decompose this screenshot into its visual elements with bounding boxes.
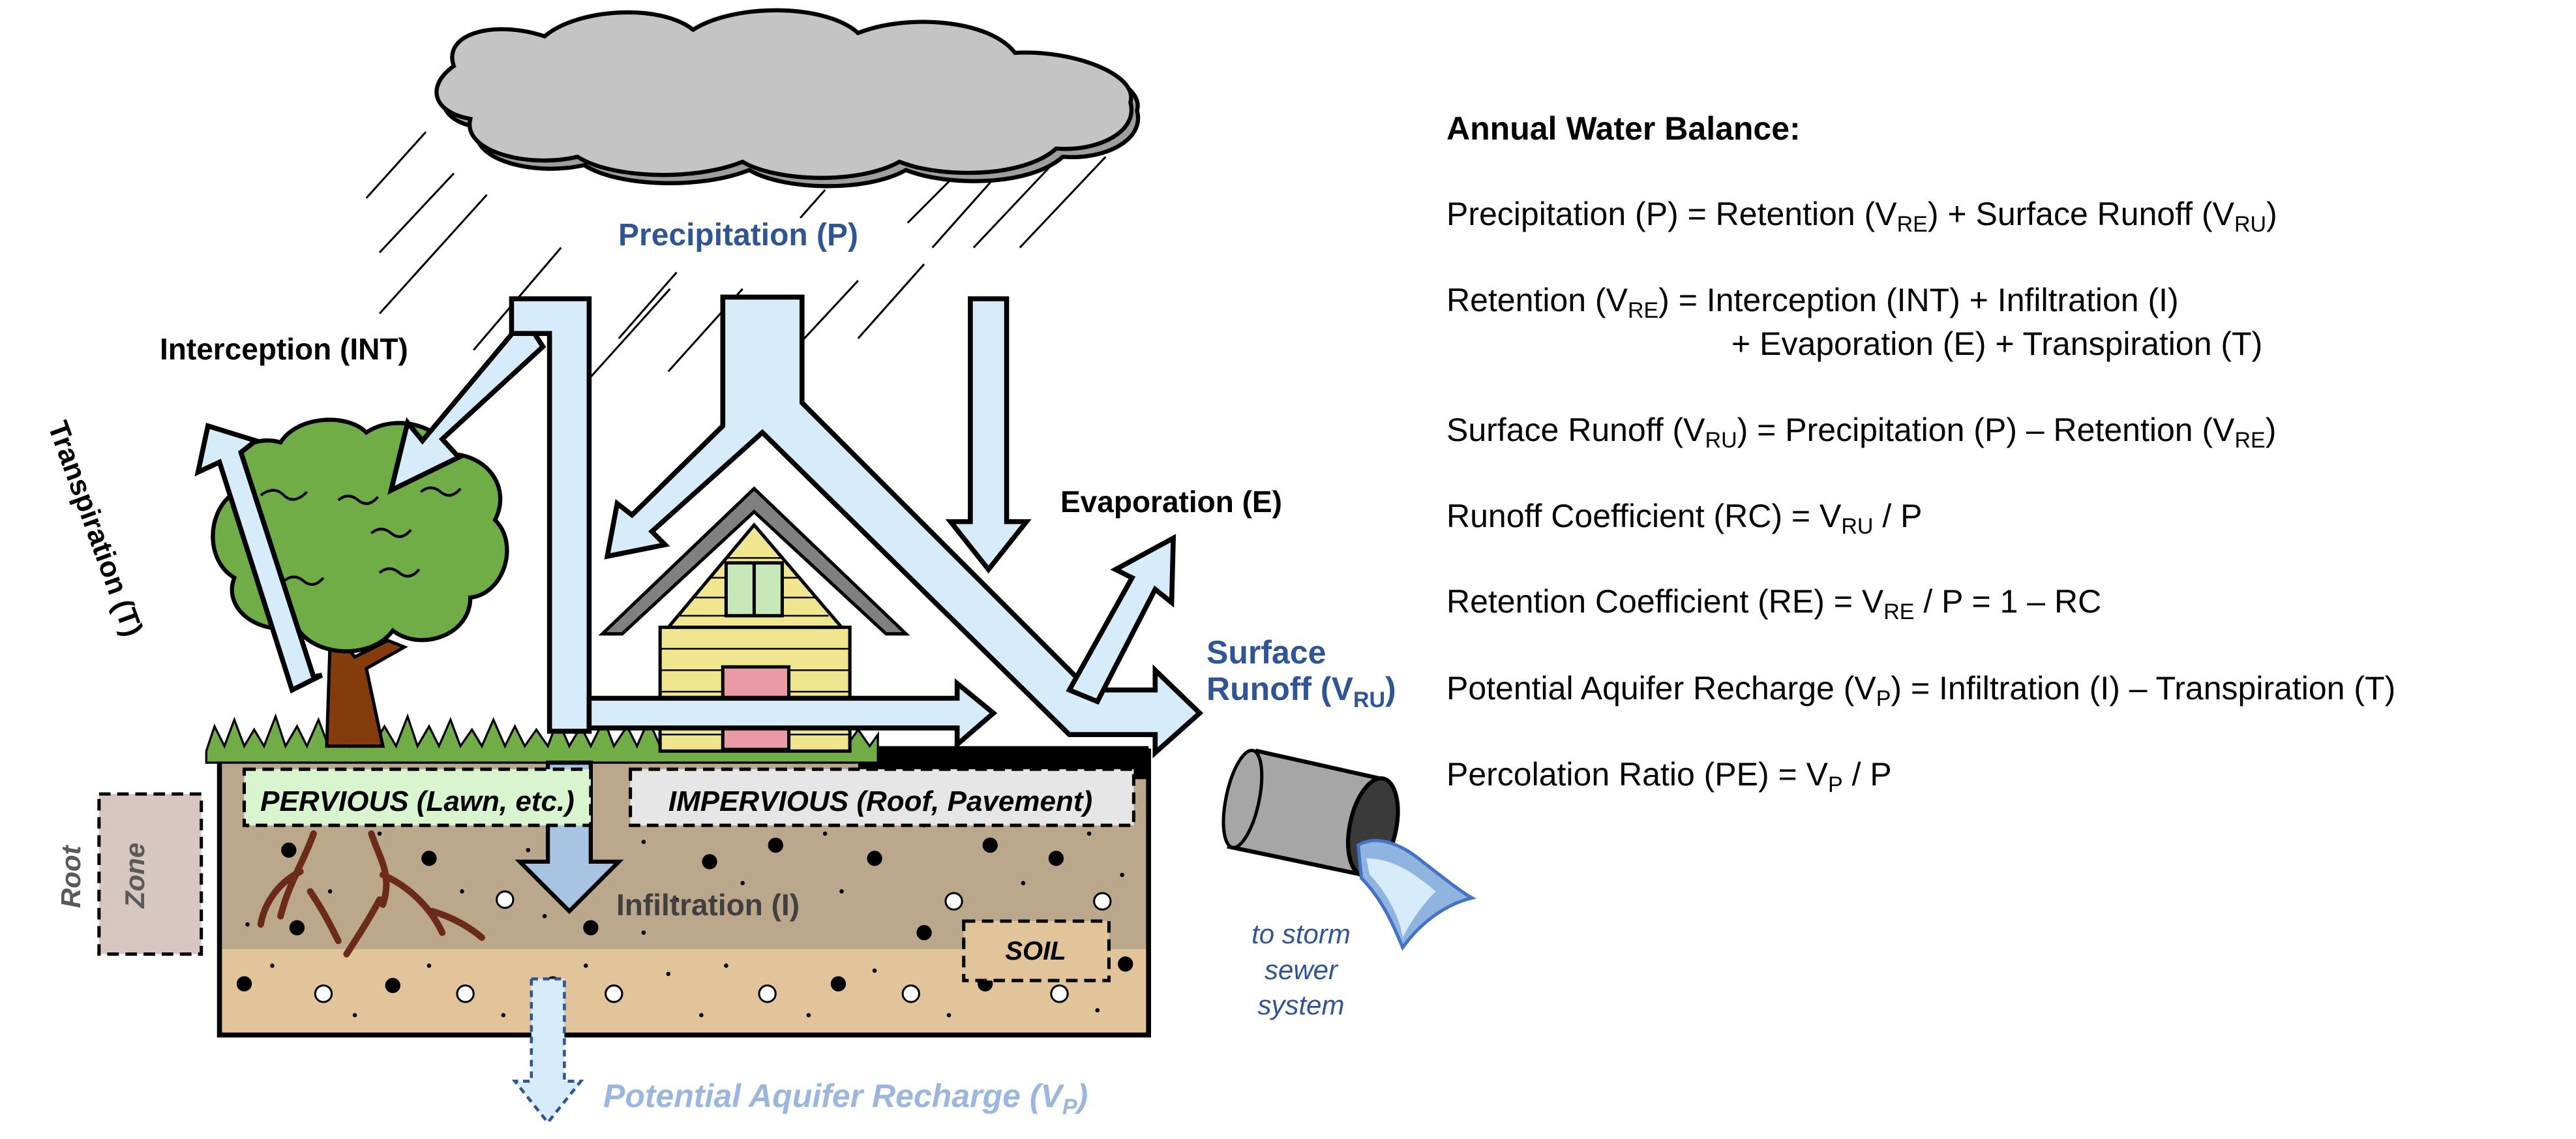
rain-streaks [365, 131, 1107, 389]
surface-runoff-line1: Surface [1206, 634, 1326, 671]
precip-down-arrow [945, 296, 1032, 574]
eq3-sub-2: RE [2234, 428, 2266, 453]
storm-line1: to storm [1251, 919, 1351, 949]
eq2-part-b: ) = Interception (INT) + Infiltration (I… [1658, 282, 2179, 318]
eq1-sub-1: RE [1896, 212, 1928, 237]
impervious-box [629, 767, 1135, 827]
surface-runoff-label: Surface Runoff (VRU) [1206, 634, 1396, 712]
equation-aquifer-recharge: Potential Aquifer Recharge (VP) = Infilt… [1446, 670, 2396, 710]
eq6-part-a: Potential Aquifer Recharge (V [1446, 670, 1876, 706]
eq5-part-b: / P = 1 – RC [1914, 583, 2102, 620]
surface-runoff-line2: Runoff (V [1206, 671, 1353, 707]
eq3-sub-1: RU [1705, 428, 1737, 453]
aquifer-subscript: P [1062, 1095, 1077, 1119]
eq3-part-c: ) [2265, 412, 2277, 448]
eq1-part-c: ) [2266, 196, 2277, 232]
storm-line3: system [1257, 990, 1345, 1021]
eq5-sub-1: RE [1883, 600, 1915, 624]
root-zone-label-2: Zone [119, 744, 220, 908]
cloud [434, 8, 1141, 189]
equation-precipitation: Precipitation (P) = Retention (VRE) + Su… [1446, 196, 2277, 235]
eq6-part-b: ) = Infiltration (I) – Transpiration (T) [1891, 670, 2396, 706]
storm-line2: sewer [1264, 954, 1338, 985]
aquifer-close: ) [1077, 1078, 1088, 1114]
equation-runoff-coefficient: Runoff Coefficient (RC) = VRU / P [1446, 498, 1923, 538]
eq2-sub-1: RE [1627, 298, 1659, 323]
evaporation-label: Evaporation (E) [1060, 485, 1282, 519]
soil-label: SOIL [1005, 937, 1066, 965]
pervious-box [242, 767, 593, 827]
balance-title: Annual Water Balance: [1446, 110, 1801, 147]
soil-particles [236, 837, 1133, 1003]
eq3-part-a: Surface Runoff (V [1446, 412, 1705, 448]
eq7-sub-1: P [1828, 772, 1843, 797]
root-zone-line1: Root [55, 845, 86, 908]
eq3-part-b: ) = Precipitation (P) – Retention (V [1737, 412, 2235, 448]
eq4-sub-1: RU [1841, 514, 1874, 539]
impervious-label: IMPERVIOUS (Roof, Pavement) [668, 785, 1093, 817]
eq4-part-b: / P [1873, 498, 1923, 534]
eq6-sub-1: P [1876, 686, 1891, 711]
eq5-part-a: Retention Coefficient (RE) = V [1446, 583, 1884, 620]
equation-percolation-ratio: Percolation Ratio (PE) = VP / P [1446, 756, 1892, 796]
surface-runoff-subscript: RU [1353, 688, 1386, 712]
eq2-part-a: Retention (V [1446, 282, 1628, 318]
soil-box [962, 919, 1111, 982]
aquifer-text: Potential Aquifer Recharge (V [603, 1078, 1062, 1114]
eq7-part-b: / P [1842, 756, 1892, 793]
eq1-part-b: ) + Surface Runoff (V [1927, 196, 2234, 232]
water-flow-arrows [194, 294, 1204, 759]
storm-sewer-label: to storm sewer system [1229, 917, 1373, 1024]
equation-retention-coefficient: Retention Coefficient (RE) = VRE / P = 1… [1446, 583, 2102, 623]
eq4-part-a: Runoff Coefficient (RC) = V [1446, 498, 1842, 534]
pervious-label: PERVIOUS (Lawn, etc.) [260, 785, 575, 817]
roots [257, 830, 485, 958]
soil-specks [245, 823, 1124, 1018]
root-zone-label: Root [55, 746, 157, 908]
precipitation-label: Precipitation (P) [618, 218, 859, 252]
root-zone-box [97, 792, 203, 956]
equation-retention-line2: + Evaporation (E) + Transpiration (T) [1731, 326, 2263, 362]
evaporation-arrow [1066, 534, 1176, 705]
eq1-part-a: Precipitation (P) = Retention (V [1446, 196, 1897, 232]
equation-retention: Retention (VRE) = Interception (INT) + I… [1446, 282, 2179, 322]
equation-surface-runoff: Surface Runoff (VRU) = Precipitation (P)… [1446, 412, 2277, 451]
transpiration-arrow [194, 422, 323, 694]
precip-infiltration-arrow [509, 296, 592, 734]
eq1-sub-2: RU [2234, 212, 2267, 237]
infiltration-label: Infiltration (I) [616, 888, 800, 922]
interception-label: Interception (INT) [160, 332, 408, 366]
aquifer-recharge-arrow [511, 977, 584, 1125]
precip-y-arrow [604, 294, 1204, 759]
eq7-part-a: Percolation Ratio (PE) = V [1446, 756, 1828, 793]
storm-pipe [1221, 748, 1476, 951]
root-zone-line2: Zone [119, 842, 150, 908]
aquifer-recharge-label: Potential Aquifer Recharge (VP) [603, 1080, 1088, 1118]
surface-runoff-close: ) [1385, 671, 1396, 707]
roof-runoff-arrow [586, 678, 998, 750]
interception-arrow [387, 314, 547, 495]
